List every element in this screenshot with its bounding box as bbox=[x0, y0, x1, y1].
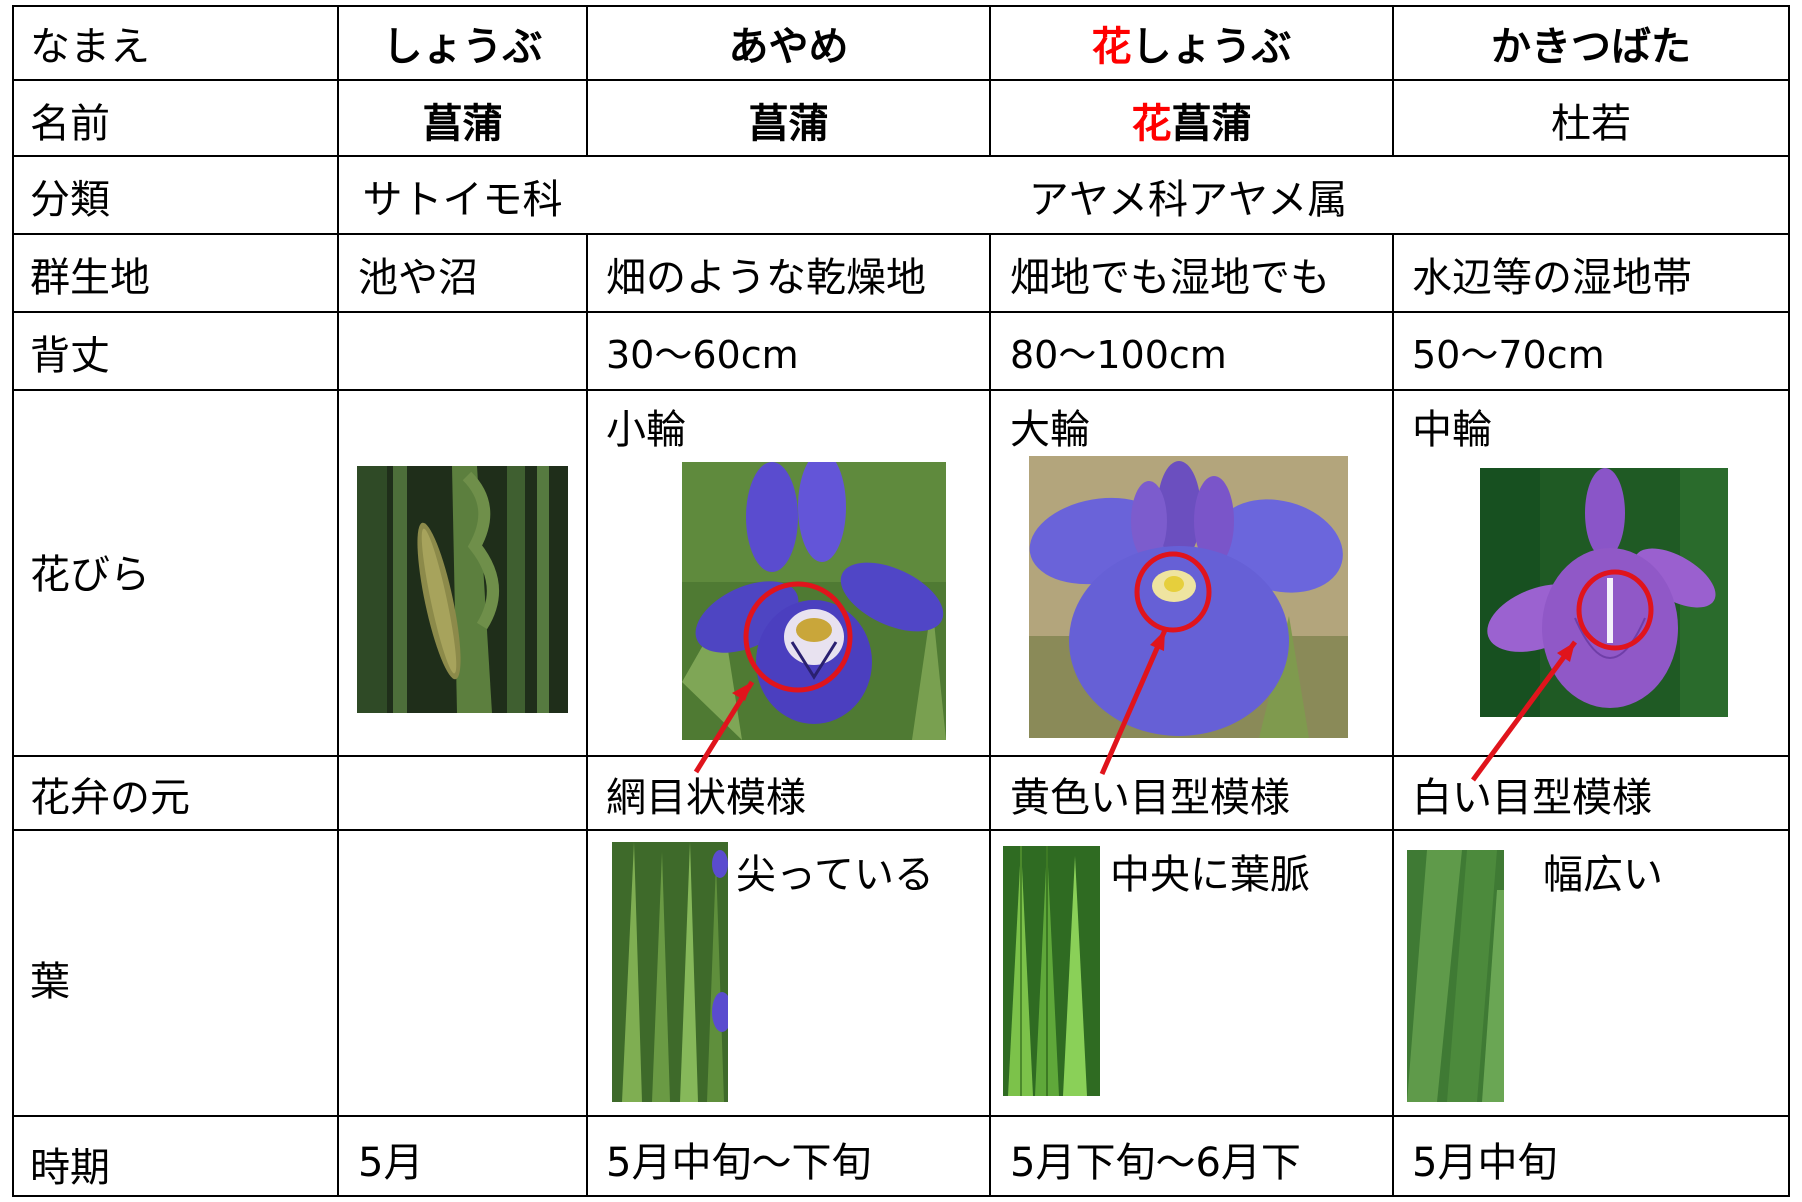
classification-shoubu: サトイモ科 bbox=[362, 177, 563, 223]
petal-label: 花びら bbox=[30, 552, 150, 598]
grid-line bbox=[12, 1115, 1790, 1117]
petal-base-hanashoubu: 黄色い目型模様 bbox=[1010, 775, 1290, 821]
petal-size-ayame: 小輪 bbox=[606, 407, 686, 453]
name-hanashoubu: 花菖蒲 bbox=[991, 104, 1392, 144]
hanashoubu-iris-photo bbox=[1029, 456, 1348, 738]
grid-line bbox=[1788, 5, 1790, 1197]
grid-line bbox=[586, 233, 588, 1197]
height-hanashoubu: 80～100cm bbox=[1010, 333, 1227, 377]
ayame-iris-photo bbox=[682, 462, 946, 740]
season-ayame: 5月中旬～下旬 bbox=[606, 1140, 872, 1186]
grid-line bbox=[12, 5, 14, 1197]
header-label: なまえ bbox=[30, 24, 150, 70]
grid-line bbox=[12, 1195, 1790, 1197]
grid-line bbox=[12, 755, 1790, 757]
habitat-shoubu: 池や沼 bbox=[358, 255, 478, 301]
grid-line bbox=[12, 233, 1790, 235]
leaf-ayame: 尖っている bbox=[736, 852, 934, 898]
grid-line bbox=[1392, 5, 1394, 155]
season-label: 時期 bbox=[30, 1145, 110, 1191]
grid-line bbox=[1392, 233, 1394, 1197]
calamus-spadix-photo bbox=[357, 466, 568, 713]
name-ayame: 菖蒲 bbox=[748, 101, 829, 147]
leaf-label: 葉 bbox=[30, 959, 70, 1005]
header-ayame: あやめ bbox=[728, 24, 849, 70]
name-hanashoubu-rest: 菖蒲 bbox=[1171, 101, 1252, 147]
grid-line bbox=[337, 5, 339, 1197]
header-shoubu: しょうぶ bbox=[382, 24, 543, 70]
grid-line bbox=[12, 311, 1790, 313]
petal-size-kakitsubata: 中輪 bbox=[1412, 407, 1492, 453]
season-hanashoubu: 5月下旬～6月下 bbox=[1010, 1140, 1301, 1186]
season-kakitsubata: 5月中旬 bbox=[1412, 1140, 1558, 1186]
petal-base-label: 花弁の元 bbox=[30, 775, 190, 821]
grid-line bbox=[12, 79, 1790, 81]
leaf-hanashoubu: 中央に葉脈 bbox=[1110, 852, 1310, 898]
habitat-label: 群生地 bbox=[30, 255, 150, 301]
leaf-kakitsubata: 幅広い bbox=[1543, 852, 1663, 898]
habitat-kakitsubata: 水辺等の湿地帯 bbox=[1412, 255, 1692, 301]
accent-char: 花 bbox=[1131, 101, 1172, 147]
grid-line bbox=[12, 389, 1790, 391]
petal-base-ayame: 網目状模様 bbox=[606, 775, 806, 821]
height-label: 背丈 bbox=[30, 333, 110, 379]
hanashoubu-leaf-photo bbox=[1003, 846, 1100, 1096]
height-kakitsubata: 50～70cm bbox=[1412, 333, 1605, 377]
kakitsubata-iris-photo bbox=[1480, 468, 1728, 717]
grid-line bbox=[586, 5, 588, 155]
habitat-hanashoubu: 畑地でも湿地でも bbox=[1010, 255, 1330, 301]
name-kakitsubata: 杜若 bbox=[1551, 101, 1631, 147]
petal-size-hanashoubu: 大輪 bbox=[1010, 407, 1090, 453]
grid-line bbox=[12, 829, 1790, 831]
name-label: 名前 bbox=[30, 101, 110, 147]
habitat-ayame: 畑のような乾燥地 bbox=[606, 255, 926, 301]
accent-char: 花 bbox=[1091, 24, 1132, 70]
grid-line bbox=[12, 5, 1790, 7]
petal-base-kakitsubata: 白い目型模様 bbox=[1412, 775, 1652, 821]
grid-line bbox=[12, 155, 1790, 157]
kakitsubata-leaf-photo bbox=[1407, 850, 1504, 1102]
grid-line bbox=[989, 233, 991, 1197]
classification-label: 分類 bbox=[30, 177, 110, 223]
header-kakitsubata: かきつばた bbox=[1491, 24, 1691, 70]
height-ayame: 30～60cm bbox=[606, 333, 799, 377]
header-hanashoubu-rest: しょうぶ bbox=[1131, 24, 1292, 70]
season-shoubu: 5月 bbox=[358, 1140, 424, 1186]
name-shoubu: 菖蒲 bbox=[422, 101, 503, 147]
header-hanashoubu: 花しょうぶ bbox=[991, 27, 1392, 67]
classification-iris-group: アヤメ科アヤメ属 bbox=[1028, 177, 1348, 223]
grid-line bbox=[989, 5, 991, 155]
ayame-leaf-photo bbox=[612, 842, 728, 1102]
